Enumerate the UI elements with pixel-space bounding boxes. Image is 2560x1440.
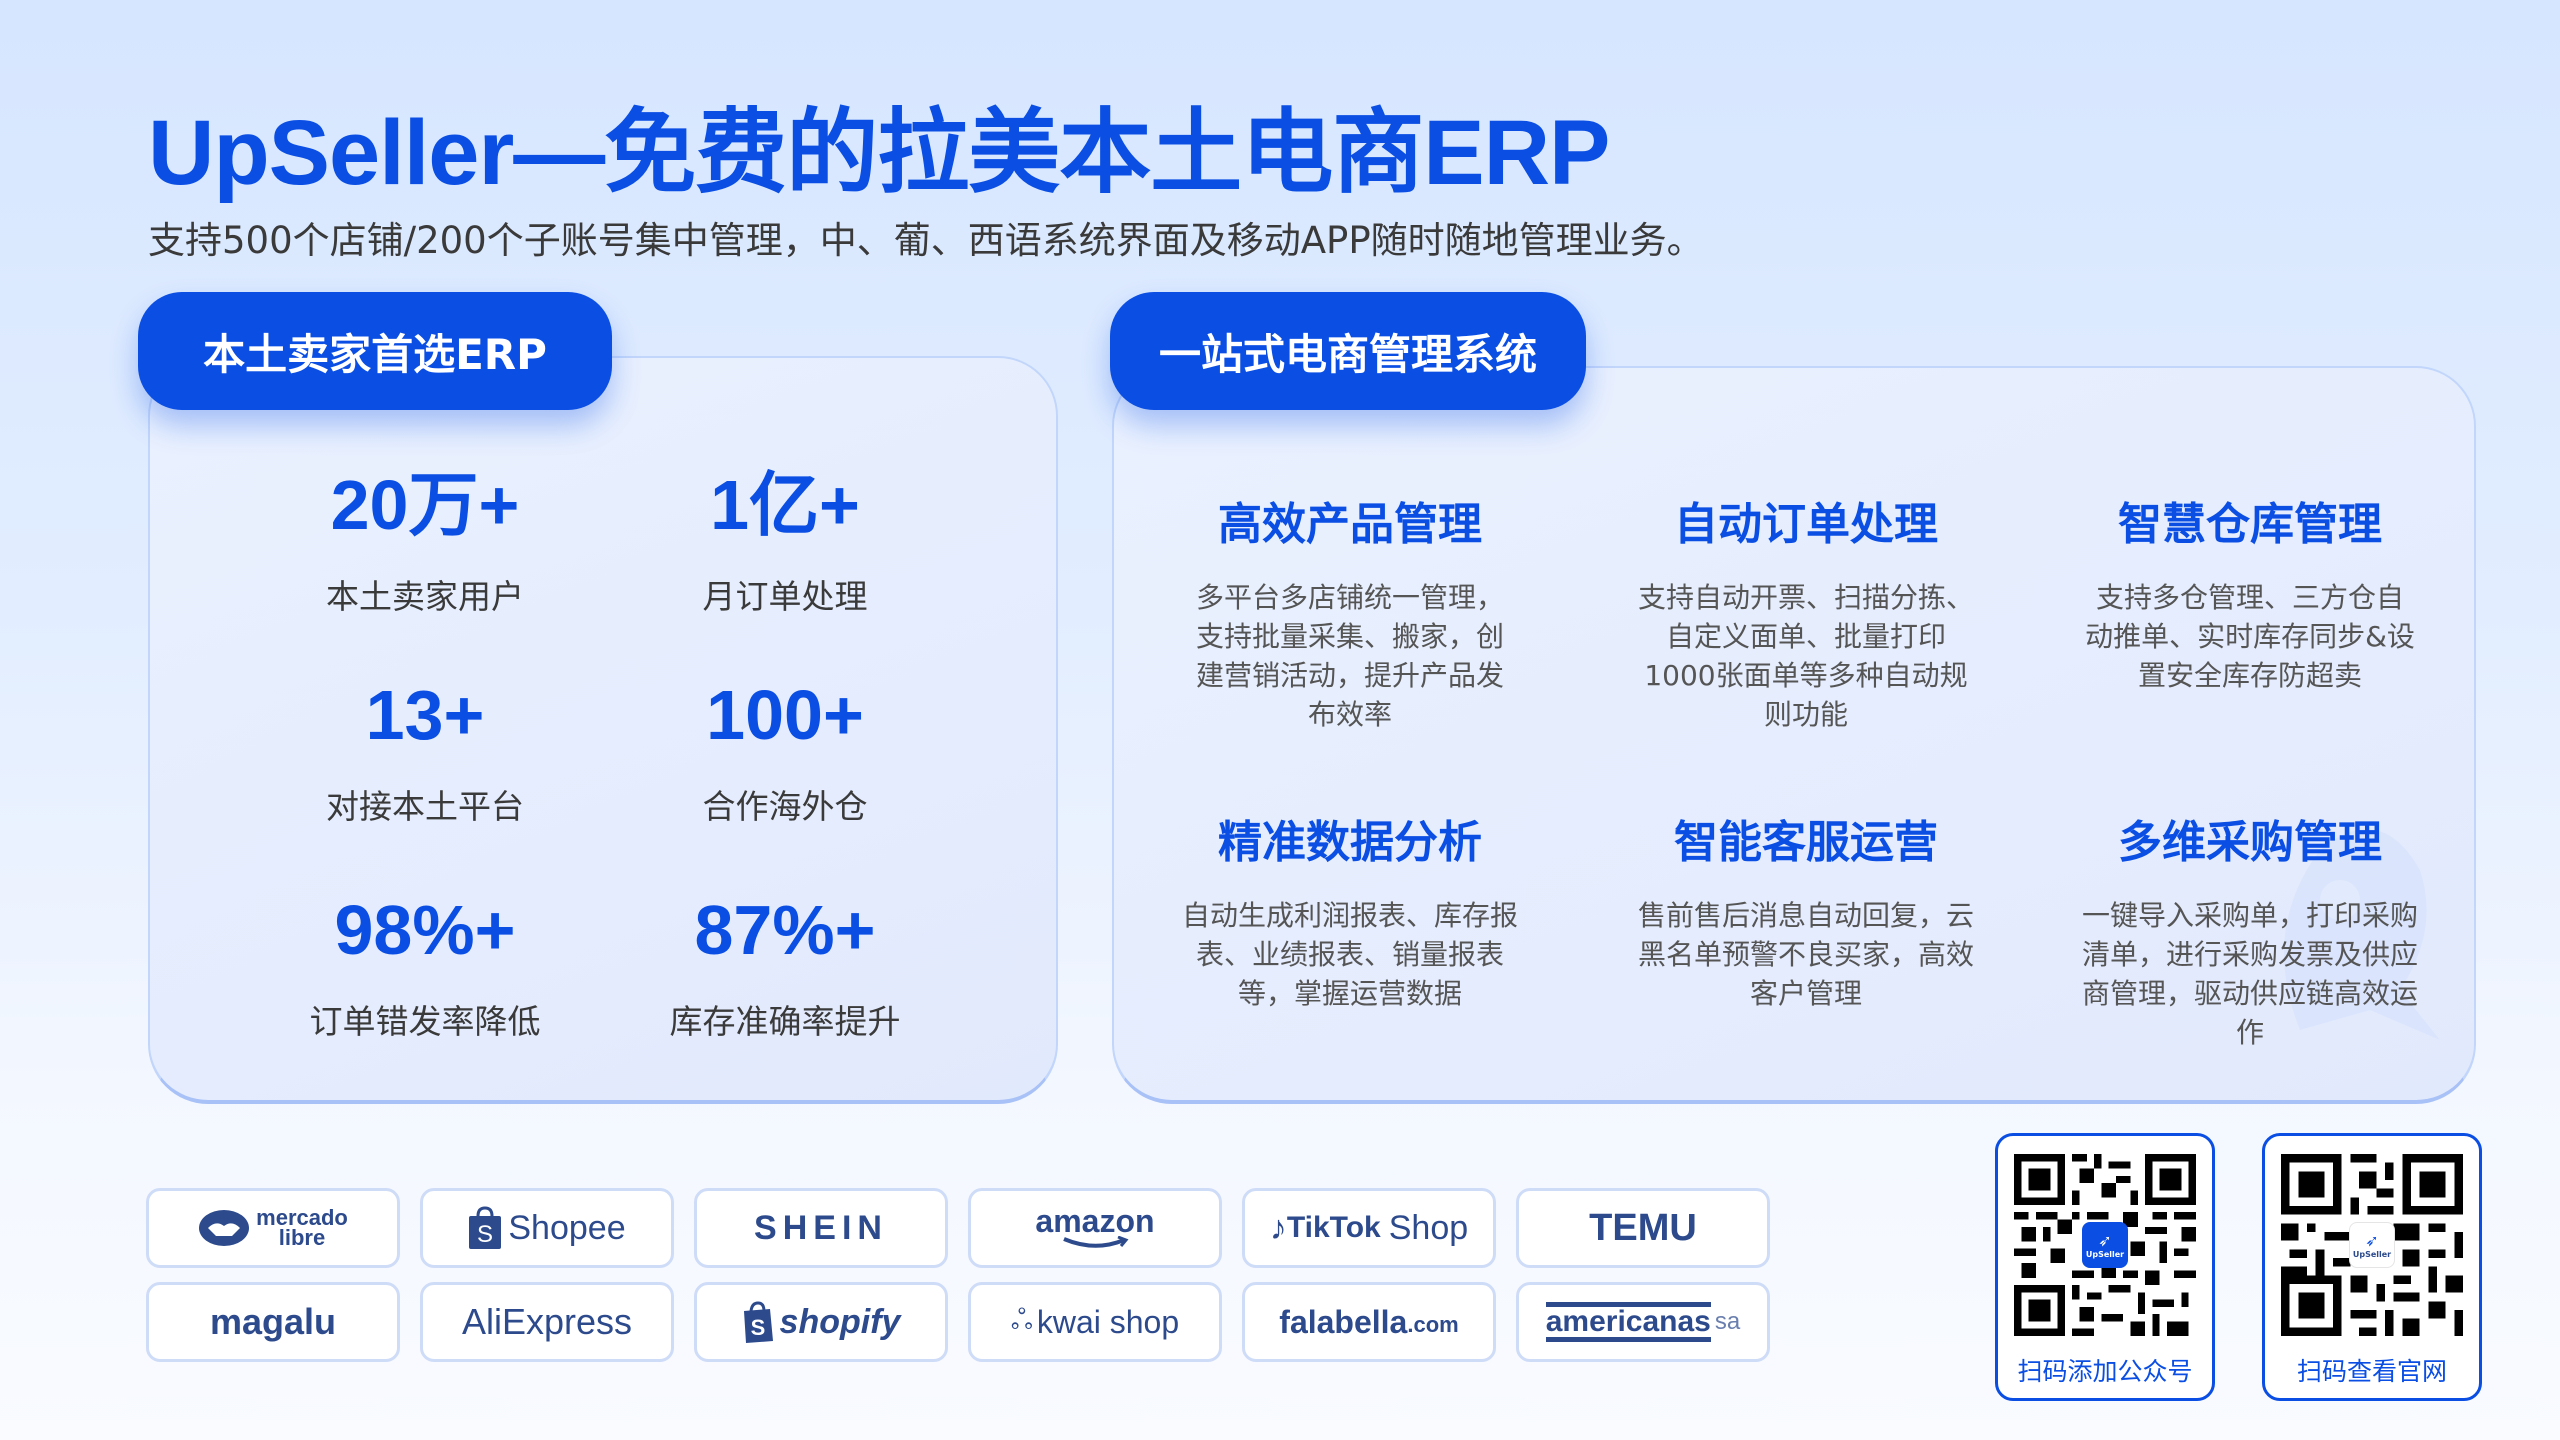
logo-mercado-libre: mercado libre (146, 1188, 400, 1268)
logo-falabella: falabella .com (1242, 1282, 1496, 1362)
stat-label: 本土卖家用户 (326, 577, 524, 616)
feature-desc: 支持自动开票、扫描分拣、自定义面单、批量打印1000张面单等多种自动规则功能 (1637, 581, 1974, 731)
stats-panel (148, 356, 1058, 1104)
page-subtitle: 支持500个店铺/200个子账号集中管理，中、葡、西语系统界面及移动APP随时随… (148, 219, 1704, 262)
stat-warehouses: 100+ 合作海外仓 (575, 680, 995, 828)
logo-text: falabella (1279, 1303, 1408, 1340)
feature-desc: 支持多仓管理、三方仓自动推单、实时库存同步&设置安全库存防超卖 (2085, 581, 2415, 692)
logo-text: .com (1407, 1312, 1459, 1337)
one-stop-system-badge: 一站式电商管理系统 (1110, 292, 1586, 410)
page-title: UpSeller—免费的拉美本土电商ERP (148, 102, 1610, 204)
logo-text: Shopee (508, 1208, 626, 1247)
qr-code-wechat[interactable]: ➶ UpSeller (2014, 1154, 2196, 1336)
logo-shopify: S shopify (694, 1282, 948, 1362)
upseller-logo: ➶ UpSeller (2349, 1222, 2395, 1268)
stat-value: 98%+ (334, 891, 516, 969)
rocket-icon (2284, 829, 2440, 1040)
feature-title: 自动订单处理 (1674, 499, 1938, 550)
logo-text: sa (1714, 1308, 1741, 1335)
feature-desc: 多平台多店铺统一管理，支持批量采集、搬家，创建营销活动，提升产品发布效率 (1195, 581, 1504, 731)
rocket-icon: ➶ (2365, 1231, 2379, 1250)
feature-data-analysis: 精准数据分析 自动生成利润报表、库存报表、业绩报表、销量报表等，掌握运营数据 (1150, 806, 1550, 1013)
feature-title: 智能客服运营 (1674, 817, 1938, 868)
qr-code-website[interactable]: ➶ UpSeller (2281, 1154, 2463, 1336)
logo-text: Shop (1388, 1208, 1469, 1247)
qr-card-website: ➶ UpSeller 扫码查看官网 (2262, 1133, 2482, 1401)
stat-label: 对接本土平台 (326, 787, 524, 826)
logo-text: TEMU (1589, 1206, 1697, 1249)
stat-orders: 1亿+ 月订单处理 (575, 470, 995, 618)
features-panel (1112, 366, 2476, 1104)
stat-value: 13+ (365, 676, 485, 754)
logo-temu: TEMU (1516, 1188, 1770, 1268)
logo-tiktok-shop: ♪ TikTok Shop (1242, 1188, 1496, 1268)
stat-value: 20万+ (330, 466, 520, 544)
stat-error-rate: 98%+ 订单错发率降低 (215, 895, 635, 1043)
stat-value: 1亿+ (710, 466, 860, 544)
stat-label: 月订单处理 (702, 577, 868, 616)
qr-card-wechat: ➶ UpSeller 扫码添加公众号 (1995, 1133, 2215, 1401)
svg-text:S: S (477, 1221, 493, 1248)
platform-logo-grid: mercado libre S Shopee SHEIN amazon ♪ Ti… (146, 1188, 1770, 1362)
feature-procurement-management: 多维采购管理 一键导入采购单，打印采购清单，进行采购发票及供应商管理，驱动供应链… (2050, 806, 2450, 1052)
qr-logo-text: UpSeller (2085, 1250, 2125, 1259)
qr-logo-text: UpSeller (2352, 1250, 2392, 1259)
local-seller-badge: 本土卖家首选ERP (138, 292, 612, 410)
feature-title: 多维采购管理 (2118, 817, 2382, 868)
feature-order-processing: 自动订单处理 支持自动开票、扫描分拣、自定义面单、批量打印1000张面单等多种自… (1606, 488, 2006, 734)
feature-desc: 售前售后消息自动回复，云黑名单预警不良买家，高效客户管理 (1637, 899, 1974, 1010)
stat-inventory-accuracy: 87%+ 库存准确率提升 (575, 895, 995, 1043)
handshake-icon (199, 1210, 250, 1246)
stat-value: 87%+ (694, 891, 876, 969)
stat-label: 合作海外仓 (702, 787, 868, 826)
logo-text: TikTok (1286, 1211, 1381, 1244)
logo-aliexpress: AliExpress (420, 1282, 674, 1362)
logo-text: SHEIN (754, 1208, 888, 1247)
logo-shopee: S Shopee (420, 1188, 674, 1268)
upseller-logo: ➶ UpSeller (2082, 1222, 2128, 1268)
stat-platforms: 13+ 对接本土平台 (215, 680, 635, 828)
stat-value: 100+ (706, 676, 864, 754)
stat-label: 库存准确率提升 (669, 1002, 901, 1041)
stat-label: 订单错发率降低 (309, 1002, 541, 1041)
logo-amazon: amazon (968, 1188, 1222, 1268)
rocket-icon: ➶ (2098, 1231, 2112, 1250)
feature-title: 智慧仓库管理 (2118, 499, 2382, 550)
logo-text: americanas (1545, 1302, 1711, 1342)
logo-text: shopify (779, 1302, 901, 1341)
feature-title: 精准数据分析 (1218, 817, 1482, 868)
logo-text: AliExpress (461, 1301, 633, 1342)
qr-code-icon (2014, 1154, 2196, 1336)
tiktok-note-icon: ♪ (1269, 1208, 1287, 1247)
logo-text: mercado (256, 1205, 348, 1230)
stat-users: 20万+ 本土卖家用户 (215, 470, 635, 618)
qr-caption: 扫码查看官网 (2296, 1357, 2447, 1386)
feature-warehouse-management: 智慧仓库管理 支持多仓管理、三方仓自动推单、实时库存同步&设置安全库存防超卖 (2050, 488, 2450, 695)
logo-americanas: americanas sa (1516, 1282, 1770, 1362)
feature-desc: 自动生成利润报表、库存报表、业绩报表、销量报表等，掌握运营数据 (1181, 899, 1518, 1010)
feature-customer-service: 智能客服运营 售前售后消息自动回复，云黑名单预警不良买家，高效客户管理 (1606, 806, 2006, 1013)
amazon-smile-icon (1063, 1236, 1129, 1248)
logo-magalu: magalu (146, 1282, 400, 1362)
svg-text:S: S (750, 1315, 765, 1340)
logo-text: kwai shop (1036, 1303, 1180, 1340)
feature-desc: 一键导入采购单，打印采购清单，进行采购发票及供应商管理，驱动供应链高效运作 (2081, 899, 2418, 1049)
logo-text: magalu (209, 1301, 337, 1342)
logo-shein: SHEIN (694, 1188, 948, 1268)
logo-text: libre (278, 1225, 326, 1250)
qr-caption: 扫码添加公众号 (2017, 1357, 2193, 1386)
kwai-icon: ஃ (1010, 1304, 1033, 1335)
shopping-bag-icon: S (469, 1206, 502, 1249)
feature-title: 高效产品管理 (1218, 499, 1482, 550)
logo-text: amazon (1035, 1203, 1155, 1239)
feature-product-management: 高效产品管理 多平台多店铺统一管理，支持批量采集、搬家，创建营销活动，提升产品发… (1150, 488, 1550, 734)
shopify-bag-icon: S (743, 1301, 773, 1343)
logo-kwai-shop: ஃ kwai shop (968, 1282, 1222, 1362)
